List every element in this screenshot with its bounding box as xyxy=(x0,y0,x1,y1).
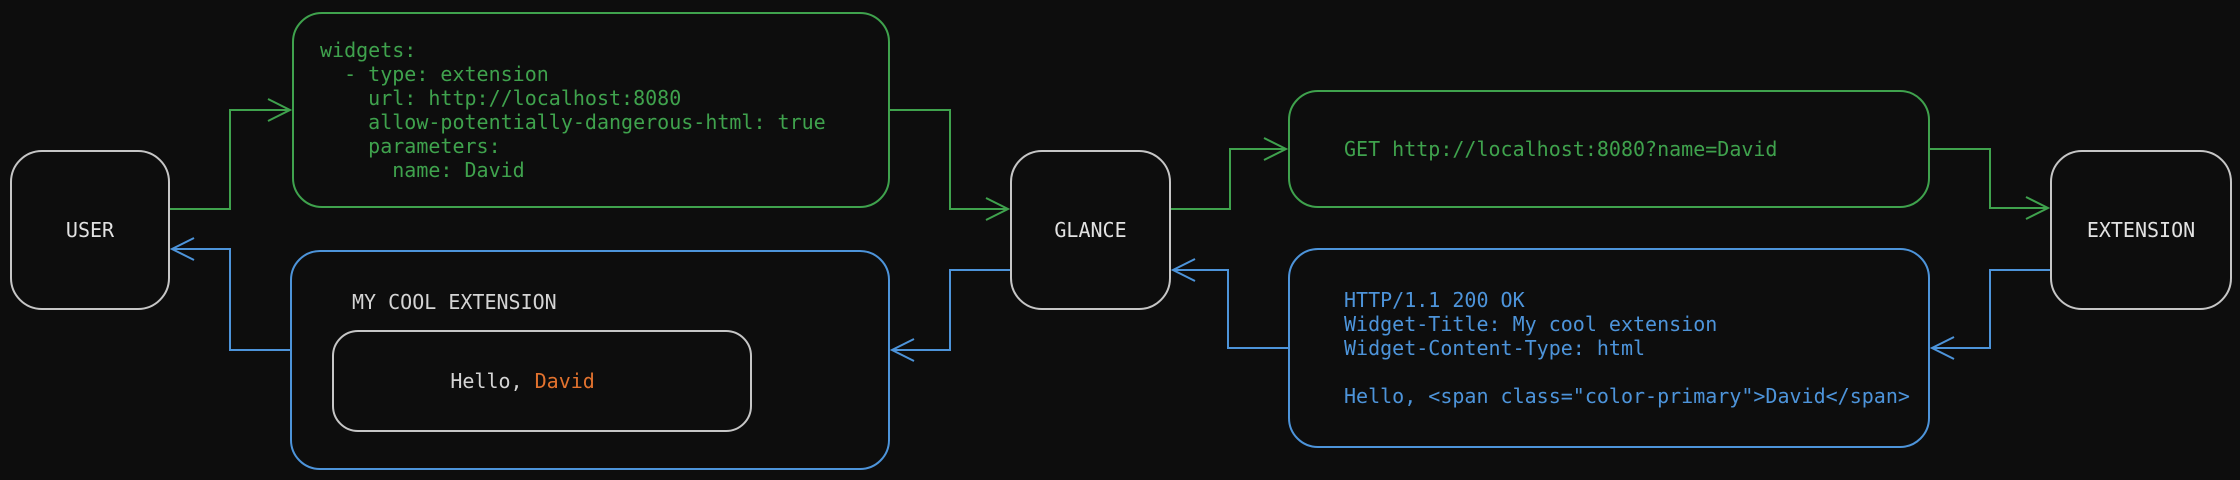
arrowhead-into-extension xyxy=(2025,196,2051,220)
http-response-text: HTTP/1.1 200 OK Widget-Title: My cool ex… xyxy=(1344,288,1910,408)
user-node-label: USER xyxy=(65,218,115,242)
arrowhead-into-widget xyxy=(889,338,915,362)
widget-greeting: Hello, David xyxy=(334,345,595,417)
connector-request-to-extension xyxy=(1930,148,2046,209)
extension-node: EXTENSION xyxy=(2050,150,2232,310)
arrowhead-into-request xyxy=(1263,137,1289,161)
connector-glance-to-widget xyxy=(894,269,1010,351)
arrowhead-into-glance-green xyxy=(985,197,1011,221)
http-request-message-box: GET http://localhost:8080?name=David xyxy=(1288,90,1930,208)
glance-node-label: GLANCE xyxy=(1054,218,1127,242)
connector-extension-to-response xyxy=(1934,269,2050,349)
config-yaml-code: widgets: - type: extension url: http://l… xyxy=(320,38,826,182)
widget-content-card: Hello, David xyxy=(332,330,752,432)
connector-config-to-glance xyxy=(890,109,1006,210)
arrowhead-into-user xyxy=(169,237,195,261)
greeting-prefix: Hello, xyxy=(450,369,535,393)
http-response-message-box: HTTP/1.1 200 OK Widget-Title: My cool ex… xyxy=(1288,248,1930,448)
greeting-name: David xyxy=(534,369,595,393)
arrowhead-into-response xyxy=(1929,336,1955,360)
widget-title: MY COOL EXTENSION xyxy=(352,290,557,314)
widget-preview-box: MY COOL EXTENSION Hello, David xyxy=(290,250,890,470)
arrowhead-into-config xyxy=(267,98,293,122)
connector-widget-to-user xyxy=(174,248,290,351)
connector-user-to-config xyxy=(170,109,288,210)
connector-glance-to-request xyxy=(1171,148,1284,210)
connector-response-to-glance xyxy=(1175,269,1288,349)
http-request-text: GET http://localhost:8080?name=David xyxy=(1344,137,1778,161)
config-yaml-message-box: widgets: - type: extension url: http://l… xyxy=(292,12,890,208)
user-node: USER xyxy=(10,150,170,310)
glance-node: GLANCE xyxy=(1010,150,1171,310)
arrowhead-into-glance-blue xyxy=(1170,258,1196,282)
extension-node-label: EXTENSION xyxy=(2086,218,2196,242)
